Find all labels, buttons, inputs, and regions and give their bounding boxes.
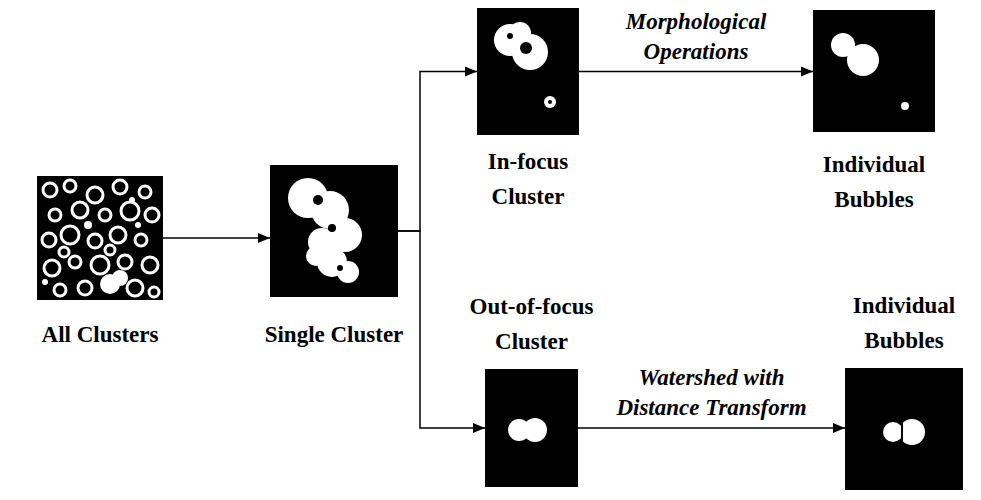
panel-caption: In-focus Cluster xyxy=(463,145,593,214)
image-panel: Single Cluster xyxy=(270,165,398,297)
flow-arrow xyxy=(579,67,813,77)
image-panel: Individual Bubbles xyxy=(845,368,963,490)
arrow-line xyxy=(579,71,813,73)
arrow-head xyxy=(801,67,813,77)
panel-caption: Individual Bubbles xyxy=(834,289,974,358)
panel-caption: All Clusters xyxy=(15,318,185,353)
arrow-head xyxy=(473,423,485,433)
arrow-head xyxy=(465,67,477,77)
arrow-head xyxy=(258,233,270,243)
arrow-line xyxy=(398,231,485,428)
flow-arrow xyxy=(578,423,845,433)
flow-arrow xyxy=(398,231,485,433)
in-focus-cluster-image xyxy=(477,8,579,135)
individual-bubbles-image xyxy=(845,368,963,490)
operation-label: Morphological Operations xyxy=(611,7,781,67)
individual-bubbles-image xyxy=(813,10,935,132)
image-panel: Out-of-focus Cluster xyxy=(485,369,578,487)
flow-arrow xyxy=(163,233,270,243)
arrow-line xyxy=(578,427,845,429)
arrow-head xyxy=(833,423,845,433)
operation-label: Watershed with Distance Transform xyxy=(604,363,819,423)
all-clusters-image xyxy=(37,176,163,300)
arrow-line xyxy=(398,72,477,232)
image-panel: In-focus Cluster xyxy=(477,8,579,135)
panel-caption: Out-of-focus Cluster xyxy=(447,290,617,359)
flow-arrow xyxy=(398,67,477,232)
single-cluster-image xyxy=(270,165,398,297)
arrow-line xyxy=(163,237,270,239)
image-panel: Individual Bubbles xyxy=(813,10,935,132)
out-of-focus-cluster-image xyxy=(485,369,578,487)
image-panel: All Clusters xyxy=(37,176,163,300)
panel-caption: Individual Bubbles xyxy=(804,148,944,217)
panel-caption: Single Cluster xyxy=(239,318,429,353)
